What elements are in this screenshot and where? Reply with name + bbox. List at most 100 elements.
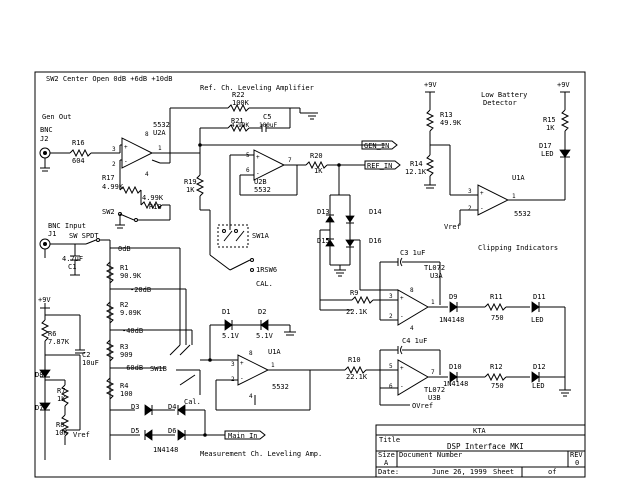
r12-ref: R12 bbox=[490, 363, 503, 371]
d7-label: D7 bbox=[35, 404, 43, 412]
d3-label: D3 bbox=[131, 403, 139, 411]
r10-value: 22.1K bbox=[346, 373, 368, 381]
r9-value: 22.1K bbox=[346, 308, 368, 316]
d2-value: 5.1V bbox=[256, 332, 274, 340]
c1-value: 4.7uF bbox=[62, 255, 83, 263]
d12-ref: D12 bbox=[533, 363, 546, 371]
u2a-opamp bbox=[121, 137, 154, 169]
r22-value: 100K bbox=[232, 99, 250, 107]
sw-spdt-label: SW SPDT bbox=[69, 232, 99, 240]
r21-value: 4.99K bbox=[231, 122, 249, 129]
sw1b-label: SW1B bbox=[150, 365, 167, 373]
r18-value: 4.99K bbox=[142, 194, 164, 202]
svg-text:8: 8 bbox=[145, 131, 149, 138]
u1a-battery-opamp bbox=[477, 184, 510, 216]
vref-battery-label: Vref bbox=[444, 223, 461, 231]
d6-label: D6 bbox=[168, 427, 176, 435]
r8-ref: R8 bbox=[56, 421, 64, 429]
svg-text:2: 2 bbox=[112, 161, 116, 168]
r2-ref: R2 bbox=[120, 301, 128, 309]
d1-ref: D1 bbox=[222, 308, 230, 316]
c2-value: 10uF bbox=[82, 359, 99, 367]
u3a-opamp bbox=[397, 289, 429, 326]
svg-text:-: - bbox=[124, 158, 128, 165]
plus9v-battery: +9V bbox=[424, 81, 437, 89]
r3-ref: R3 bbox=[120, 343, 128, 351]
u1a-meas-opamp bbox=[237, 354, 270, 386]
svg-text:1: 1 bbox=[512, 193, 516, 200]
r7-value: 1K bbox=[57, 395, 66, 403]
r11-value: 750 bbox=[491, 314, 504, 322]
svg-text:1: 1 bbox=[431, 299, 435, 306]
document-number-label: Document Number bbox=[399, 451, 462, 459]
bnc-j1-label-2: J1 bbox=[48, 230, 56, 238]
r7-ref: R7 bbox=[57, 387, 65, 395]
c3-label: C3 1uF bbox=[400, 249, 425, 257]
u1a-part: 5532 bbox=[272, 383, 289, 391]
svg-text:1: 1 bbox=[271, 362, 275, 369]
u2a-part: 5532 bbox=[153, 121, 170, 129]
of-label: of bbox=[548, 468, 556, 476]
r3-value: 909 bbox=[120, 351, 133, 359]
r4-ref: R4 bbox=[120, 382, 128, 390]
r11-ref: R11 bbox=[490, 293, 503, 301]
r17-ref: R17 bbox=[102, 174, 115, 182]
svg-text:5: 5 bbox=[389, 363, 393, 370]
r2-value: 9.09K bbox=[120, 309, 142, 317]
u3b-ref: U3B bbox=[428, 394, 441, 402]
c5-value: 100uF bbox=[259, 122, 277, 129]
plus9v-led: +9V bbox=[557, 81, 570, 89]
svg-text:+: + bbox=[400, 295, 404, 302]
d16-label: D16 bbox=[369, 237, 382, 245]
r13-ref: R13 bbox=[440, 111, 453, 119]
db20-label: -20dB bbox=[130, 286, 151, 294]
rev-value: 0 bbox=[575, 459, 579, 467]
u3b-opamp bbox=[397, 359, 429, 396]
u1a-ref: U1A bbox=[268, 348, 281, 356]
r18-ref: R18 bbox=[149, 203, 162, 211]
d1-value: 5.1V bbox=[222, 332, 240, 340]
c5-ref: C5 bbox=[263, 113, 271, 121]
r13-value: 49.9K bbox=[440, 119, 462, 127]
r10-ref: R10 bbox=[348, 356, 361, 364]
r12-value: 750 bbox=[491, 382, 504, 390]
d14-label: D14 bbox=[369, 208, 382, 216]
size-value: A bbox=[384, 459, 389, 467]
r21-ref: R21 bbox=[231, 117, 244, 125]
r16-value: 604 bbox=[72, 157, 85, 165]
d4-label: D4 bbox=[168, 403, 176, 411]
r22-ref: R22 bbox=[232, 91, 245, 99]
main-in-label: Main In bbox=[228, 432, 258, 440]
cal2-label: Cal. bbox=[184, 398, 201, 406]
r1-value: 90.9K bbox=[120, 272, 142, 280]
size-label: Size bbox=[378, 451, 395, 459]
svg-text:+: + bbox=[400, 365, 404, 372]
rev-label: REV bbox=[570, 451, 583, 459]
r20-ref: R20 bbox=[310, 152, 323, 160]
ovref-label: OVref bbox=[412, 402, 433, 410]
svg-text:+: + bbox=[240, 360, 244, 367]
bnc-j1-connector bbox=[39, 238, 51, 258]
svg-text:+: + bbox=[256, 154, 260, 161]
gen-out-label: Gen Out bbox=[42, 113, 72, 121]
sw2-label: SW2 bbox=[102, 208, 115, 216]
svg-text:-: - bbox=[400, 313, 404, 320]
d8-label: D8 bbox=[35, 371, 43, 379]
d17-type: LED bbox=[541, 150, 554, 158]
ref-in-net bbox=[364, 160, 401, 170]
date-value: June 26, 1999 bbox=[432, 468, 487, 476]
u2a-ref: U2A bbox=[153, 129, 166, 137]
ref-in-label: REF_IN bbox=[367, 162, 392, 170]
svg-text:8: 8 bbox=[249, 350, 253, 357]
d5-label: D5 bbox=[131, 427, 139, 435]
svg-text:3: 3 bbox=[231, 361, 235, 368]
d10-part: 1N4148 bbox=[443, 380, 468, 388]
svg-text:6: 6 bbox=[246, 167, 250, 174]
date-label: Date: bbox=[378, 468, 399, 476]
r1-ref: R1 bbox=[120, 264, 128, 272]
bnc-j2-label-1: BNC bbox=[40, 126, 53, 134]
d11-type: LED bbox=[531, 316, 544, 324]
title-block: KTA Title DSP Interface MKI Size A Docum… bbox=[375, 424, 586, 478]
r19-value: 1K bbox=[186, 186, 195, 194]
